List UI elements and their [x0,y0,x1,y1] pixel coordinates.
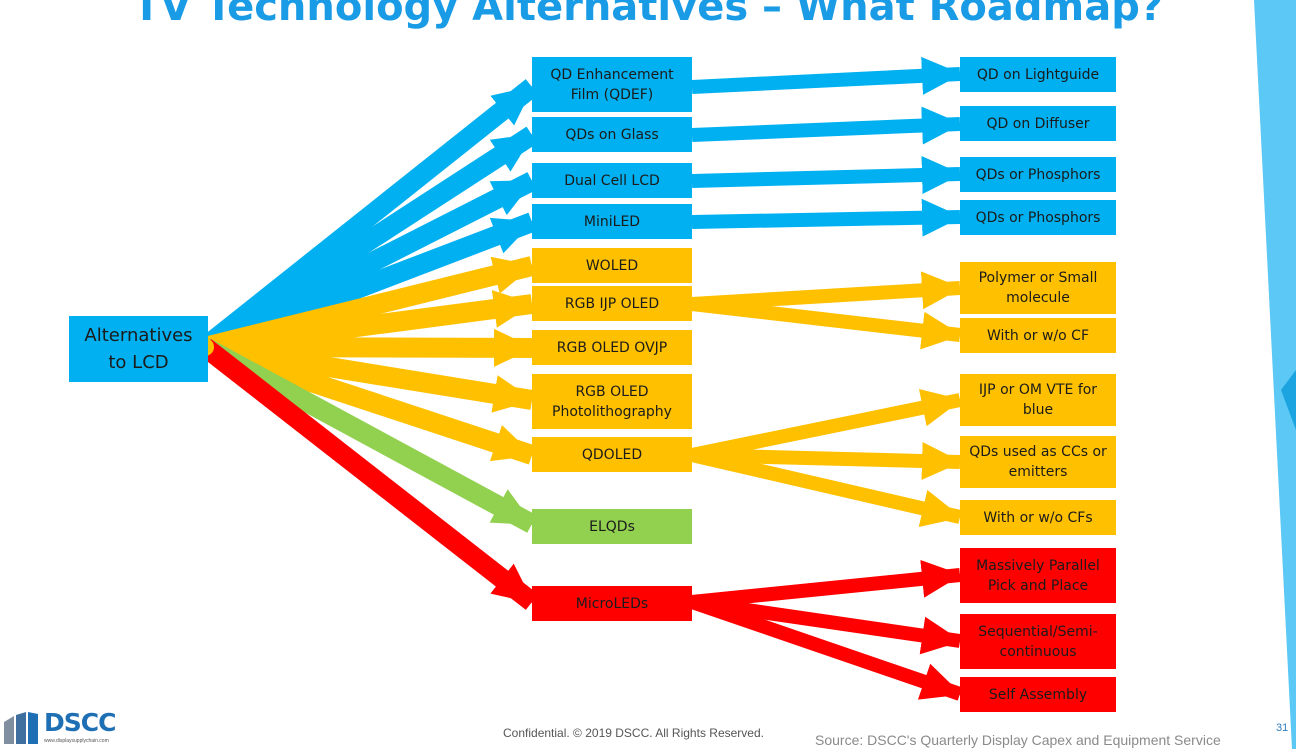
option-box-polymer-small-molecule: Polymer or Small molecule [960,262,1116,314]
arrow-microleds-to-self-assembly [689,595,963,701]
tech-box-dual-cell-lcd: Dual Cell LCD [532,163,692,198]
logo-text: DSCC [44,708,116,737]
tech-box-qdoled: QDOLED [532,437,692,472]
option-box-qds-ccs-emitters: QDs used as CCs or emitters [960,436,1116,488]
tech-box-rgb-ijp-oled: RGB IJP OLED [532,286,692,321]
arrow-microleds-to-sequential [690,595,962,655]
tech-label: RGB OLED Photolithography [552,383,672,420]
arrow-qdoled-to-ijp-vte [690,389,962,462]
page-number: 31 [1276,722,1289,734]
option-label: QDs or Phosphors [975,166,1101,183]
option-box-qd-on-lightguide: QD on Lightguide [960,57,1116,92]
tech-box-microleds: MicroLEDs [532,586,692,621]
tech-label: WOLED [585,257,639,274]
arrow-qdef-to-lightguide [691,56,962,95]
source-note: Source: DSCC's Quarterly Display Capex a… [815,732,1221,748]
root-label: Alternatives to LCD [84,325,193,373]
option-box-with-or-without-cf: With or w/o CF [960,318,1116,353]
arrow-rgb-ijp-to-polymer [691,271,962,311]
option-box-qd-on-diffuser: QD on Diffuser [960,106,1116,141]
option-label: With or w/o CFs [983,509,1093,526]
option-label: Polymer or Small molecule [978,270,1098,306]
arrow-rgb-ijp-to-cf [691,297,962,350]
tech-label: QDOLED [581,446,643,463]
tech-box-qdef: QD Enhancement Film (QDEF) [532,57,692,112]
option-box-with-or-without-cfs: With or w/o CFs [960,500,1116,535]
arrow-qdoled-to-cfs [690,448,962,527]
arrow-qdoled-to-ccs [691,442,962,481]
option-label: QD on Diffuser [986,115,1090,132]
arrow-root-to-elqds [200,338,537,533]
option-box-massively-parallel: Massively Parallel Pick and Place [960,548,1116,603]
tech-label: RGB IJP OLED [564,295,660,312]
tech-label: Dual Cell LCD [564,172,660,189]
arrow-dual-cell-to-phosphors [691,155,962,194]
option-box-self-assembly: Self Assembly [960,677,1116,712]
option-label: Massively Parallel Pick and Place [976,557,1100,594]
option-label: Self Assembly [988,686,1088,703]
option-label: QDs or Phosphors [975,209,1101,226]
option-box-ijp-or-om-vte: IJP or OM VTE for blue [960,374,1116,426]
arrow-qds-glass-to-diffuser [691,106,962,145]
tech-box-woled: WOLED [532,248,692,283]
arrow-microleds-to-pick-place [691,559,962,609]
tech-label: MicroLEDs [575,595,649,612]
tech-box-miniled: MiniLED [532,204,692,239]
option-label: Sequential/Semi-continuous [978,623,1098,660]
tech-label: ELQDs [589,518,635,535]
option-label: IJP or OM VTE for blue [978,382,1098,418]
tech-box-rgb-oled-photo: RGB OLED Photolithography [532,374,692,429]
option-label: With or w/o CF [986,327,1090,344]
page-title: TV Technology Alternatives – What Roadma… [132,0,1164,30]
tech-box-rgb-oled-ovjp: RGB OLED OVJP [532,330,692,365]
tech-box-elqds: ELQDs [532,509,692,544]
arrow-root-to-microleds [198,339,539,610]
confidential-note: Confidential. © 2019 DSCC. All Rights Re… [503,726,764,740]
arrow-miniled-to-phosphors [691,198,962,237]
tech-label: MiniLED [583,213,641,230]
tech-box-qds-on-glass: QDs on Glass [532,117,692,152]
decorative-accent-shape [1254,0,1296,749]
arrow-root-to-qdoled [201,337,536,465]
option-box-qds-or-phosphors-1: QDs or Phosphors [960,157,1116,192]
option-box-sequential-semi-continuous: Sequential/Semi-continuous [960,614,1116,669]
option-label: QDs used as CCs or emitters [969,444,1107,480]
option-box-qds-or-phosphors-2: QDs or Phosphors [960,200,1116,235]
tech-label: QD Enhancement Film (QDEF) [550,66,674,103]
root-box: Alternatives to LCD [69,316,208,382]
dscc-logo-mark-icon [4,712,38,744]
logo-url: www.displaysupplychain.com [44,738,109,744]
option-label: QD on Lightguide [976,66,1100,83]
tech-label: RGB OLED OVJP [556,339,668,356]
dscc-logo: DSCC www.displaysupplychain.com [4,708,134,748]
tech-label: QDs on Glass [565,126,659,143]
